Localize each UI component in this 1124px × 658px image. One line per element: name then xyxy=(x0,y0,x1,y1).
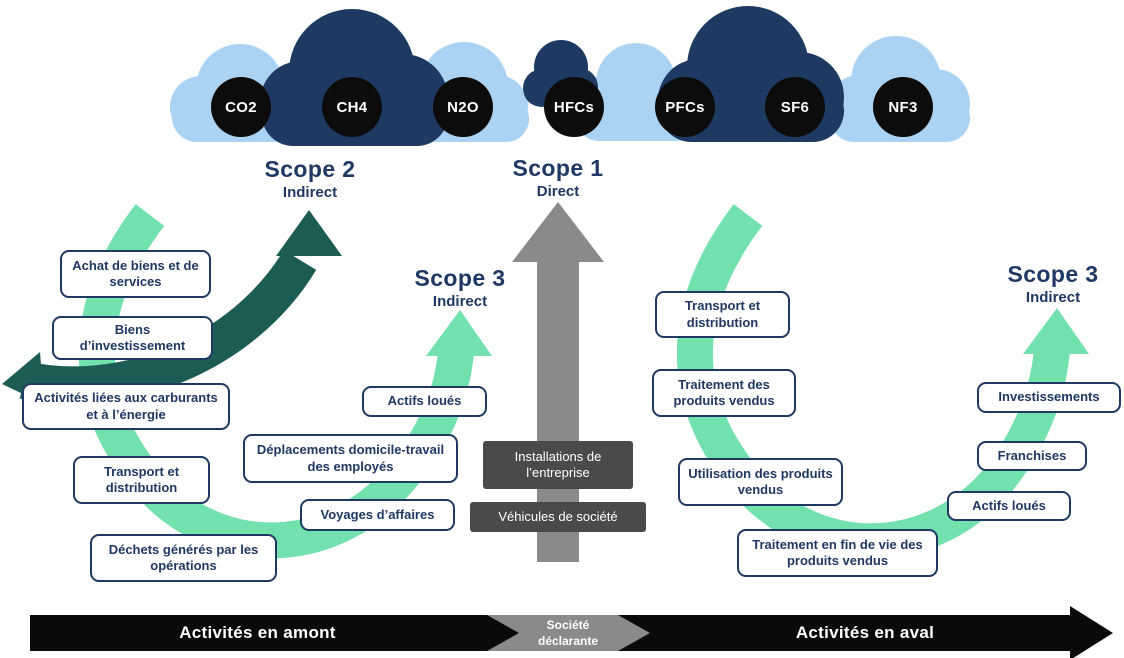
bottom-banner-arrow xyxy=(30,606,1113,658)
scope1-label: Scope 1 Direct xyxy=(478,155,638,200)
upstream-box-actifs-loues: Actifs loués xyxy=(362,386,487,417)
downstream-box-fin-de-vie: Traitement en fin de vie des produits ve… xyxy=(737,529,938,577)
scope1-subtitle: Direct xyxy=(536,183,580,200)
upstream-box-dechets: Déchets générés par les opérations xyxy=(90,534,277,582)
downstream-box-franchises: Franchises xyxy=(977,441,1087,471)
downstream-box-traitement-produits: Traitement des produits vendus xyxy=(652,369,796,417)
gas-badge-n2o: N2O xyxy=(433,77,493,137)
scope3-upstream-title: Scope 3 xyxy=(414,265,506,291)
scope3-downstream-label: Scope 3 Indirect xyxy=(973,261,1124,306)
gas-badge-sf6: SF6 xyxy=(765,77,825,137)
upstream-box-deplacements-domicile: Déplacements domicile-travail des employ… xyxy=(243,434,458,483)
upstream-box-voyages-affaires: Voyages d’affaires xyxy=(300,499,455,531)
company-box-installations: Installations de l’entreprise xyxy=(483,441,633,489)
gas-badge-nf3: NF3 xyxy=(873,77,933,137)
gas-badge-ch4: CH4 xyxy=(322,77,382,137)
upstream-box-transport-distribution: Transport et distribution xyxy=(73,456,210,504)
downstream-box-utilisation-produits: Utilisation des produits vendus xyxy=(678,458,843,506)
scope3-upstream-label: Scope 3 Indirect xyxy=(380,265,540,310)
scope2-title: Scope 2 xyxy=(264,156,356,182)
banner-label-company: Société déclarante xyxy=(537,618,599,648)
scope2-arrow xyxy=(2,210,342,405)
gas-badge-co2: CO2 xyxy=(211,77,271,137)
downstream-box-transport-distribution: Transport et distribution xyxy=(655,291,790,338)
scope3-downstream-title: Scope 3 xyxy=(1007,261,1099,287)
scope2-label: Scope 2 Indirect xyxy=(230,156,390,201)
gas-badge-hfcs: HFCs xyxy=(544,77,604,137)
company-box-vehicules: Véhicules de société xyxy=(470,502,646,532)
upstream-box-carburants-energie: Activités liées aux carburants et à l’én… xyxy=(22,383,230,430)
gas-badge-pfcs: PFCs xyxy=(655,77,715,137)
scope2-subtitle: Indirect xyxy=(282,184,338,201)
downstream-box-investissements: Investissements xyxy=(977,382,1121,413)
upstream-box-achat-biens: Achat de biens et de services xyxy=(60,250,211,298)
banner-label-downstream: Activités en aval xyxy=(795,623,935,642)
upstream-box-biens-investissement: Biens d’investissement xyxy=(52,316,213,360)
scope3-upstream-subtitle: Indirect xyxy=(432,293,488,310)
scope1-title: Scope 1 xyxy=(512,155,604,181)
downstream-box-actifs-loues: Actifs loués xyxy=(947,491,1071,521)
banner-label-upstream: Activités en amont xyxy=(179,623,336,642)
scope3-downstream-subtitle: Indirect xyxy=(1025,289,1081,306)
